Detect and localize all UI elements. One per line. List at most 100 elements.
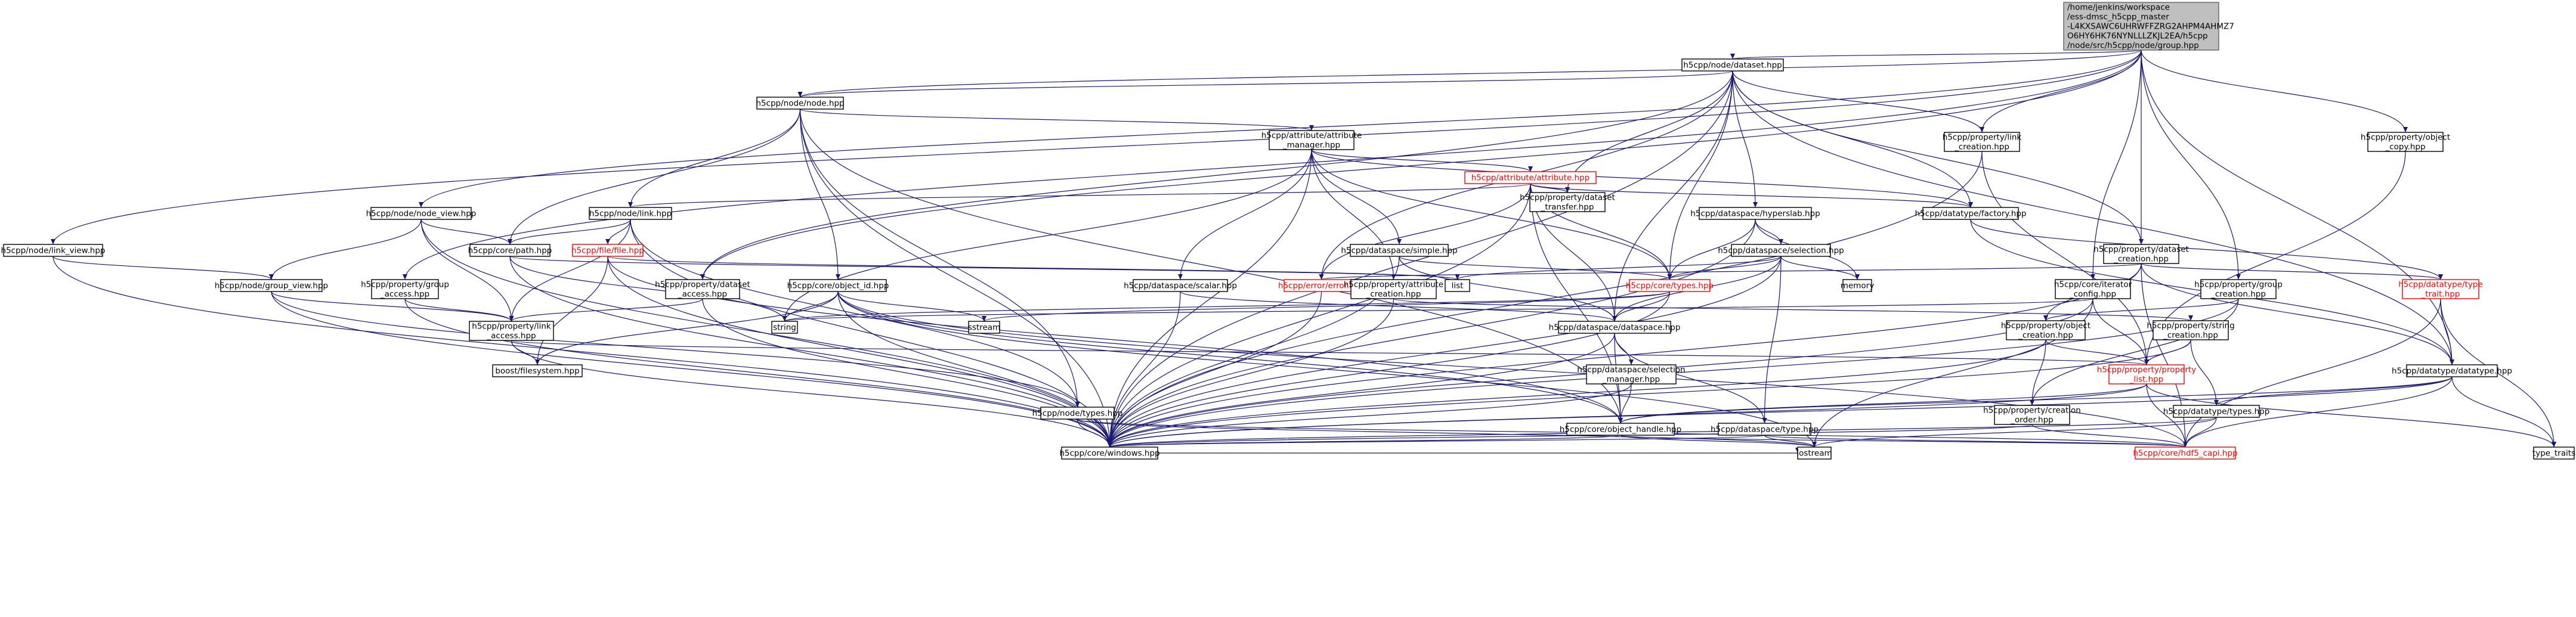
- node-link-view[interactable]: h5cpp/node/link_view.hpp: [1, 244, 106, 257]
- node-label: memory: [1841, 281, 1874, 290]
- edge-dataset-to-windows: [1109, 70, 1733, 448]
- edge-link_access-to-property_list: [511, 340, 2147, 365]
- node-attribute-manager[interactable]: h5cpp/attribute/attribute_manager.hpp: [1261, 130, 1362, 150]
- node-group-access[interactable]: h5cpp/property/group_access.hpp: [361, 279, 449, 299]
- node-attribute-creation[interactable]: h5cpp/property/attribute_creation.hpp: [1344, 279, 1443, 299]
- node-box: [789, 279, 887, 292]
- node-simple[interactable]: h5cpp/dataspace/simple.hpp: [1341, 244, 1458, 257]
- edge-group_view-to-link_access: [271, 291, 512, 322]
- node-types[interactable]: h5cpp/core/types.hpp: [1626, 279, 1714, 292]
- edge-property_list-to-object_handle: [1620, 383, 2147, 424]
- edge-root-to-iterator_config: [2092, 49, 2142, 280]
- node-selection-manager[interactable]: h5cpp/dataspace/selection_manager.hpp: [1577, 364, 1686, 385]
- node-box: [1731, 244, 1831, 257]
- node-object-id[interactable]: h5cpp/core/object_id.hpp: [787, 279, 889, 292]
- node-label: h5cpp/dataspace/selection: [1577, 365, 1686, 374]
- arrowhead: [1762, 418, 1767, 423]
- node-file[interactable]: h5cpp/file/file.hpp: [571, 244, 644, 257]
- node-node[interactable]: h5cpp/node/node.hpp: [756, 97, 845, 110]
- node-object-copy[interactable]: h5cpp/property/object_copy.hpp: [2361, 132, 2450, 152]
- node-dataset[interactable]: h5cpp/node/dataset.hpp: [1681, 58, 1784, 72]
- node-hyperslab[interactable]: h5cpp/dataspace/hyperslab.hpp: [1690, 207, 1820, 220]
- edge-object_creation-to-property_list: [2045, 339, 2147, 365]
- edge-dataset-to-dataspace: [1614, 70, 1733, 322]
- node-type-traits[interactable]: type_traits: [2532, 447, 2575, 460]
- edge-node-to-node_types: [799, 108, 1078, 408]
- edge-hyperslab-to-types: [1669, 219, 1756, 280]
- arrowhead: [1667, 274, 1672, 280]
- node-type-trait[interactable]: h5cpp/datatype/type_trait.hpp: [2398, 279, 2483, 299]
- node-object-handle[interactable]: h5cpp/core/object_handle.hpp: [1560, 423, 1681, 436]
- node-hdf5-capi[interactable]: h5cpp/core/hdf5_capi.hpp: [2133, 447, 2238, 460]
- node-datatype[interactable]: h5cpp/datatype/datatype.hpp: [2392, 364, 2512, 377]
- node-label: h5cpp/property/link: [1943, 132, 2022, 142]
- edge-root-to-group_creation: [2141, 49, 2239, 280]
- node-label: h5cpp/property/object: [2001, 321, 2091, 330]
- node-dataset-access[interactable]: h5cpp/property/dataset_access.hpp: [655, 279, 750, 299]
- node-dataspace[interactable]: h5cpp/dataspace/dataspace.hpp: [1549, 321, 1681, 334]
- node-group-view[interactable]: h5cpp/node/group_view.hpp: [215, 279, 328, 292]
- node-link-access[interactable]: h5cpp/property/link_access.hpp: [469, 321, 554, 341]
- edge-dataset-to-datatype: [1732, 70, 2453, 365]
- edge-dataset_creation-to-windows: [1109, 263, 2142, 448]
- node-iterator-config[interactable]: h5cpp/core/iterator_config.hpp: [2054, 279, 2132, 299]
- node-label: _copy.hpp: [2385, 142, 2425, 151]
- node-label: iostream: [1796, 448, 1832, 458]
- node-root[interactable]: /home/jenkins/workspace/ess-dmsc_h5cpp_m…: [2063, 2, 2234, 51]
- node-box: [1269, 130, 1355, 150]
- edge-attribute_creation-to-windows: [1109, 298, 1394, 448]
- arrowhead: [2091, 274, 2095, 280]
- node-box: [1797, 447, 1832, 460]
- node-scalar[interactable]: h5cpp/dataspace/scalar.hpp: [1124, 279, 1237, 292]
- node-dtypes[interactable]: h5cpp/datatype/types.hpp: [2163, 405, 2270, 418]
- edge-root-to-object_copy: [2141, 49, 2406, 133]
- edge-attribute_manager-to-attribute: [1311, 149, 1531, 172]
- node-label: h5cpp/dataspace/selection.hpp: [1718, 246, 1844, 255]
- edge-object_id-to-hdf5_capi: [837, 291, 2186, 448]
- node-link-creation[interactable]: h5cpp/property/link_creation.hpp: [1943, 132, 2022, 152]
- node-label: O6HY6HK76NYNLLLZKJL2EA/h5cpp: [2067, 31, 2208, 41]
- edge-dataset_creation-to-hdf5_capi: [2141, 263, 2186, 448]
- node-string[interactable]: string: [771, 321, 798, 334]
- node-label: h5cpp/property/creation: [1983, 405, 2081, 415]
- edge-attribute-to-link_hpp: [630, 183, 1531, 208]
- node-dtype[interactable]: h5cpp/dataspace/type.hpp: [1711, 423, 1819, 436]
- node-string-creation[interactable]: h5cpp/property/string_creation.hpp: [2147, 320, 2235, 340]
- node-filesystem[interactable]: boost/filesystem.hpp: [492, 364, 583, 377]
- arrowhead: [269, 274, 274, 280]
- node-property-list[interactable]: h5cpp/property/property_list.hpp: [2097, 364, 2196, 385]
- node-node-view[interactable]: h5cpp/node/node_view.hpp: [366, 207, 477, 220]
- node-label: h5cpp/datatype/datatype.hpp: [2392, 366, 2512, 376]
- arrowhead: [1612, 316, 1617, 321]
- node-list[interactable]: list: [1445, 279, 1470, 292]
- node-attribute[interactable]: h5cpp/attribute/attribute.hpp: [1464, 171, 1597, 184]
- node-dataset-transfer[interactable]: h5cpp/property/dataset_transfer.hpp: [1520, 192, 1615, 212]
- node-creation-order[interactable]: h5cpp/property/creation_order.hpp: [1983, 405, 2081, 425]
- edge-object_creation-to-creation_order: [2031, 339, 2046, 406]
- node-memory[interactable]: memory: [1841, 279, 1874, 292]
- edge-attribute_manager-to-string: [784, 149, 1312, 322]
- node-label: h5cpp/property/dataset: [655, 280, 750, 289]
- node-label: h5cpp/property/property: [2097, 365, 2196, 374]
- node-windows[interactable]: h5cpp/core/windows.hpp: [1059, 447, 1160, 460]
- node-group-creation[interactable]: h5cpp/property/group_creation.hpp: [2194, 279, 2283, 299]
- node-object-creation[interactable]: h5cpp/property/object_creation.hpp: [2001, 320, 2091, 340]
- node-selection[interactable]: h5cpp/dataspace/selection.hpp: [1718, 244, 1844, 257]
- node-node-types[interactable]: h5cpp/node/types.hpp: [1032, 407, 1123, 420]
- edge-attribute_creation-to-string_creation: [1393, 298, 2191, 321]
- node-iostream[interactable]: iostream: [1796, 447, 1832, 460]
- edge-dataset_creation-to-error: [1321, 263, 2142, 280]
- node-label: _list.hpp: [2129, 374, 2164, 384]
- edge-types-to-sstream: [984, 291, 1671, 322]
- node-sstream[interactable]: sstream: [968, 321, 1000, 334]
- node-link-hpp[interactable]: h5cpp/node/link.hpp: [589, 207, 672, 220]
- node-path[interactable]: h5cpp/core/path.hpp: [468, 244, 552, 257]
- node-box: [1681, 58, 1784, 72]
- node-label: _access.hpp: [486, 331, 536, 340]
- arrowhead: [1618, 418, 1623, 423]
- node-factory[interactable]: h5cpp/datatype/factory.hpp: [1915, 207, 2027, 220]
- node-label: h5cpp/property/object: [2361, 132, 2450, 142]
- node-label: h5cpp/core/windows.hpp: [1059, 448, 1159, 458]
- node-box: [1350, 279, 1437, 299]
- node-dataset-creation[interactable]: h5cpp/property/dataset_creation.hpp: [2093, 244, 2189, 264]
